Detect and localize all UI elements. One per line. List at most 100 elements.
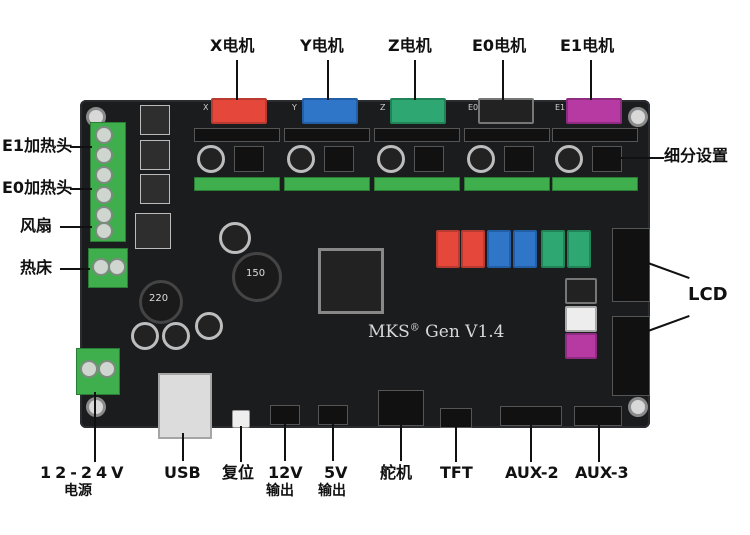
- label-5v-sub: 输出: [318, 483, 346, 499]
- leader-e0-heater: [70, 188, 92, 190]
- capacitor: [555, 145, 583, 173]
- leader-aux3: [598, 424, 600, 462]
- mosfet: [140, 174, 170, 204]
- endstop-connector-green[interactable]: [567, 230, 591, 268]
- leader-tft: [455, 426, 457, 462]
- aux2-header[interactable]: [500, 406, 562, 426]
- mounting-hole: [86, 397, 106, 417]
- usb-port[interactable]: [158, 373, 212, 439]
- screw: [108, 258, 126, 276]
- microstep-jumper-x[interactable]: [234, 146, 264, 172]
- mounting-hole: [628, 397, 648, 417]
- endstop-connector-blue[interactable]: [513, 230, 537, 268]
- inductor-150: [232, 252, 282, 302]
- label-aux2: AUX-2: [505, 463, 559, 482]
- mosfet: [140, 105, 170, 135]
- slot-e1-label: E1: [555, 103, 566, 112]
- microstep-jumper-e1[interactable]: [592, 146, 622, 172]
- slot-e0-label: E0: [468, 103, 479, 112]
- lcd-exp2-header[interactable]: [612, 316, 650, 396]
- driver-strip-y: [284, 177, 370, 191]
- leader-lcd-1: [647, 262, 690, 279]
- thermistor-connector-white[interactable]: [565, 306, 597, 332]
- leader-power: [94, 392, 96, 462]
- leader-z: [414, 60, 416, 100]
- label-12v: 12V: [268, 463, 303, 482]
- leader-microstep: [618, 157, 664, 159]
- label-servo: 舵机: [380, 463, 413, 482]
- leader-bed: [60, 268, 90, 270]
- leader-reset: [240, 426, 242, 462]
- e1-motor-connector[interactable]: [566, 98, 622, 124]
- label-e1-heater: E1加热头: [2, 136, 73, 155]
- driver-strip-x: [194, 177, 280, 191]
- aux3-header[interactable]: [574, 406, 622, 426]
- screw: [95, 126, 113, 144]
- endstop-connector-green[interactable]: [541, 230, 565, 268]
- capacitor: [467, 145, 495, 173]
- out12-header[interactable]: [270, 405, 300, 425]
- microstep-jumper-y[interactable]: [324, 146, 354, 172]
- capacitor: [131, 322, 159, 350]
- mosfet: [140, 140, 170, 170]
- label-aux3: AUX-3: [575, 463, 629, 482]
- leader-servo: [400, 423, 402, 461]
- leader-e0: [502, 60, 504, 100]
- label-e1-motor: E1电机: [560, 36, 615, 55]
- servo-header[interactable]: [378, 390, 424, 426]
- capacitor: [195, 312, 223, 340]
- label-reset: 复位: [222, 463, 255, 482]
- lcd-exp1-header[interactable]: [612, 228, 650, 302]
- inductor-220-label: 220: [149, 293, 169, 304]
- screw: [95, 146, 113, 164]
- microcontroller: [318, 248, 384, 314]
- screw: [95, 166, 113, 184]
- thermistor-connector-black[interactable]: [565, 278, 597, 304]
- driver-strip-e0: [464, 177, 550, 191]
- driver-header-e0: [464, 128, 550, 142]
- z-motor-connector[interactable]: [390, 98, 446, 124]
- driver-header-z: [374, 128, 460, 142]
- label-fan: 风扇: [20, 216, 53, 235]
- leader-usb: [182, 433, 184, 461]
- leader-fan: [60, 226, 92, 228]
- endstop-connector-blue[interactable]: [487, 230, 511, 268]
- endstop-connector-red[interactable]: [461, 230, 485, 268]
- leader-x: [236, 60, 238, 100]
- label-tft: TFT: [440, 463, 473, 482]
- leader-12v: [284, 423, 286, 461]
- driver-strip-e1: [552, 177, 638, 191]
- label-y-motor: Y电机: [300, 36, 344, 55]
- capacitor: [287, 145, 315, 173]
- tft-header[interactable]: [440, 408, 472, 428]
- slot-x-label: X: [203, 103, 209, 112]
- label-z-motor: Z电机: [388, 36, 432, 55]
- capacitor: [377, 145, 405, 173]
- slot-z-label: Z: [380, 103, 386, 112]
- label-power-sub: 电源: [64, 483, 92, 499]
- x-motor-connector[interactable]: [211, 98, 267, 124]
- leader-y: [327, 60, 329, 100]
- leader-e1-heater: [70, 146, 92, 148]
- label-e0-heater: E0加热头: [2, 178, 73, 197]
- mounting-hole: [628, 107, 648, 127]
- driver-strip-z: [374, 177, 460, 191]
- y-motor-connector[interactable]: [302, 98, 358, 124]
- leader-aux2: [530, 424, 532, 462]
- capacitor: [219, 222, 251, 254]
- endstop-connector-red[interactable]: [436, 230, 460, 268]
- thermistor-connector-purple[interactable]: [565, 333, 597, 359]
- label-5v: 5V: [324, 463, 348, 482]
- leader-lcd-2: [647, 315, 690, 332]
- out5-header[interactable]: [318, 405, 348, 425]
- e0-motor-connector[interactable]: [478, 98, 534, 124]
- microstep-jumper-z[interactable]: [414, 146, 444, 172]
- microstep-jumper-e0[interactable]: [504, 146, 534, 172]
- leader-e1: [590, 60, 592, 100]
- label-lcd: LCD: [688, 284, 728, 305]
- board-brand: MKS® Gen V1.4: [368, 322, 505, 342]
- inductor-220: [139, 280, 183, 324]
- label-x-motor: X电机: [210, 36, 255, 55]
- screw: [80, 360, 98, 378]
- screw: [98, 360, 116, 378]
